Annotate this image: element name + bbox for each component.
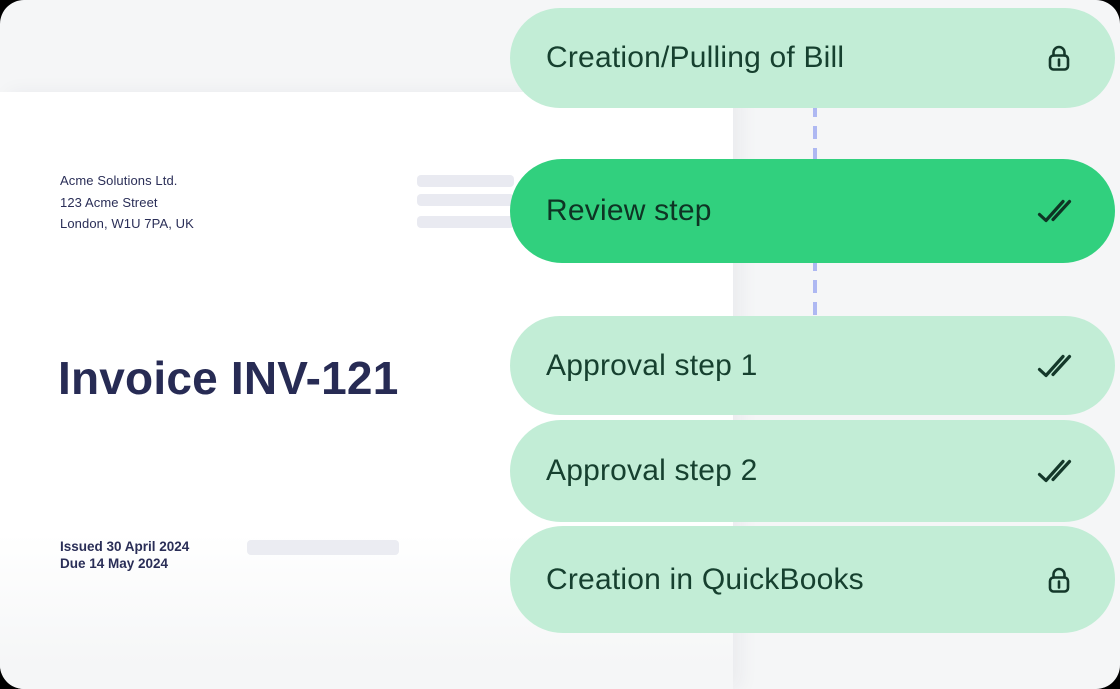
invoice-title: Invoice INV-121 [58, 352, 399, 404]
workflow-step-approval-step-1[interactable]: Approval step 1 [510, 316, 1115, 415]
double-check-icon [1035, 456, 1075, 486]
invoice-issued-date: Issued 30 April 2024 [60, 539, 190, 554]
step-label: Creation/Pulling of Bill [546, 41, 845, 74]
step-label: Review step [546, 194, 712, 227]
double-check-icon [1035, 196, 1075, 226]
company-name: Acme Solutions Ltd. [60, 173, 178, 188]
company-address-line2: London, W1U 7PA, UK [60, 216, 194, 231]
workflow-step-approval-step-2[interactable]: Approval step 2 [510, 420, 1115, 522]
invoice-due-date: Due 14 May 2024 [60, 555, 169, 571]
company-address-line1: 123 Acme Street [60, 194, 158, 210]
step-label: Creation in QuickBooks [546, 562, 864, 596]
invoice-dates-block: Issued 30 April 2024 Due 14 May 2024 [60, 539, 189, 572]
workflow-step-creation-pulling-of-bill[interactable]: Creation/Pulling of Bill [510, 8, 1115, 108]
step-label: Approval step 1 [546, 348, 758, 382]
workflow-step-creation-in-quickbooks[interactable]: Creation in QuickBooks [510, 526, 1115, 633]
placeholder-bar [247, 540, 399, 555]
workflow-step-review-step[interactable]: Review step [510, 159, 1115, 263]
placeholder-bar [417, 175, 514, 187]
lock-icon [1043, 42, 1075, 74]
step-label: Approval step 2 [546, 454, 758, 487]
double-check-icon [1035, 351, 1075, 381]
placeholder-bar [417, 194, 514, 206]
placeholder-bar [417, 216, 514, 228]
company-address-block: Acme Solutions Ltd. 123 Acme Street Lond… [60, 170, 194, 235]
lock-icon [1043, 564, 1075, 596]
